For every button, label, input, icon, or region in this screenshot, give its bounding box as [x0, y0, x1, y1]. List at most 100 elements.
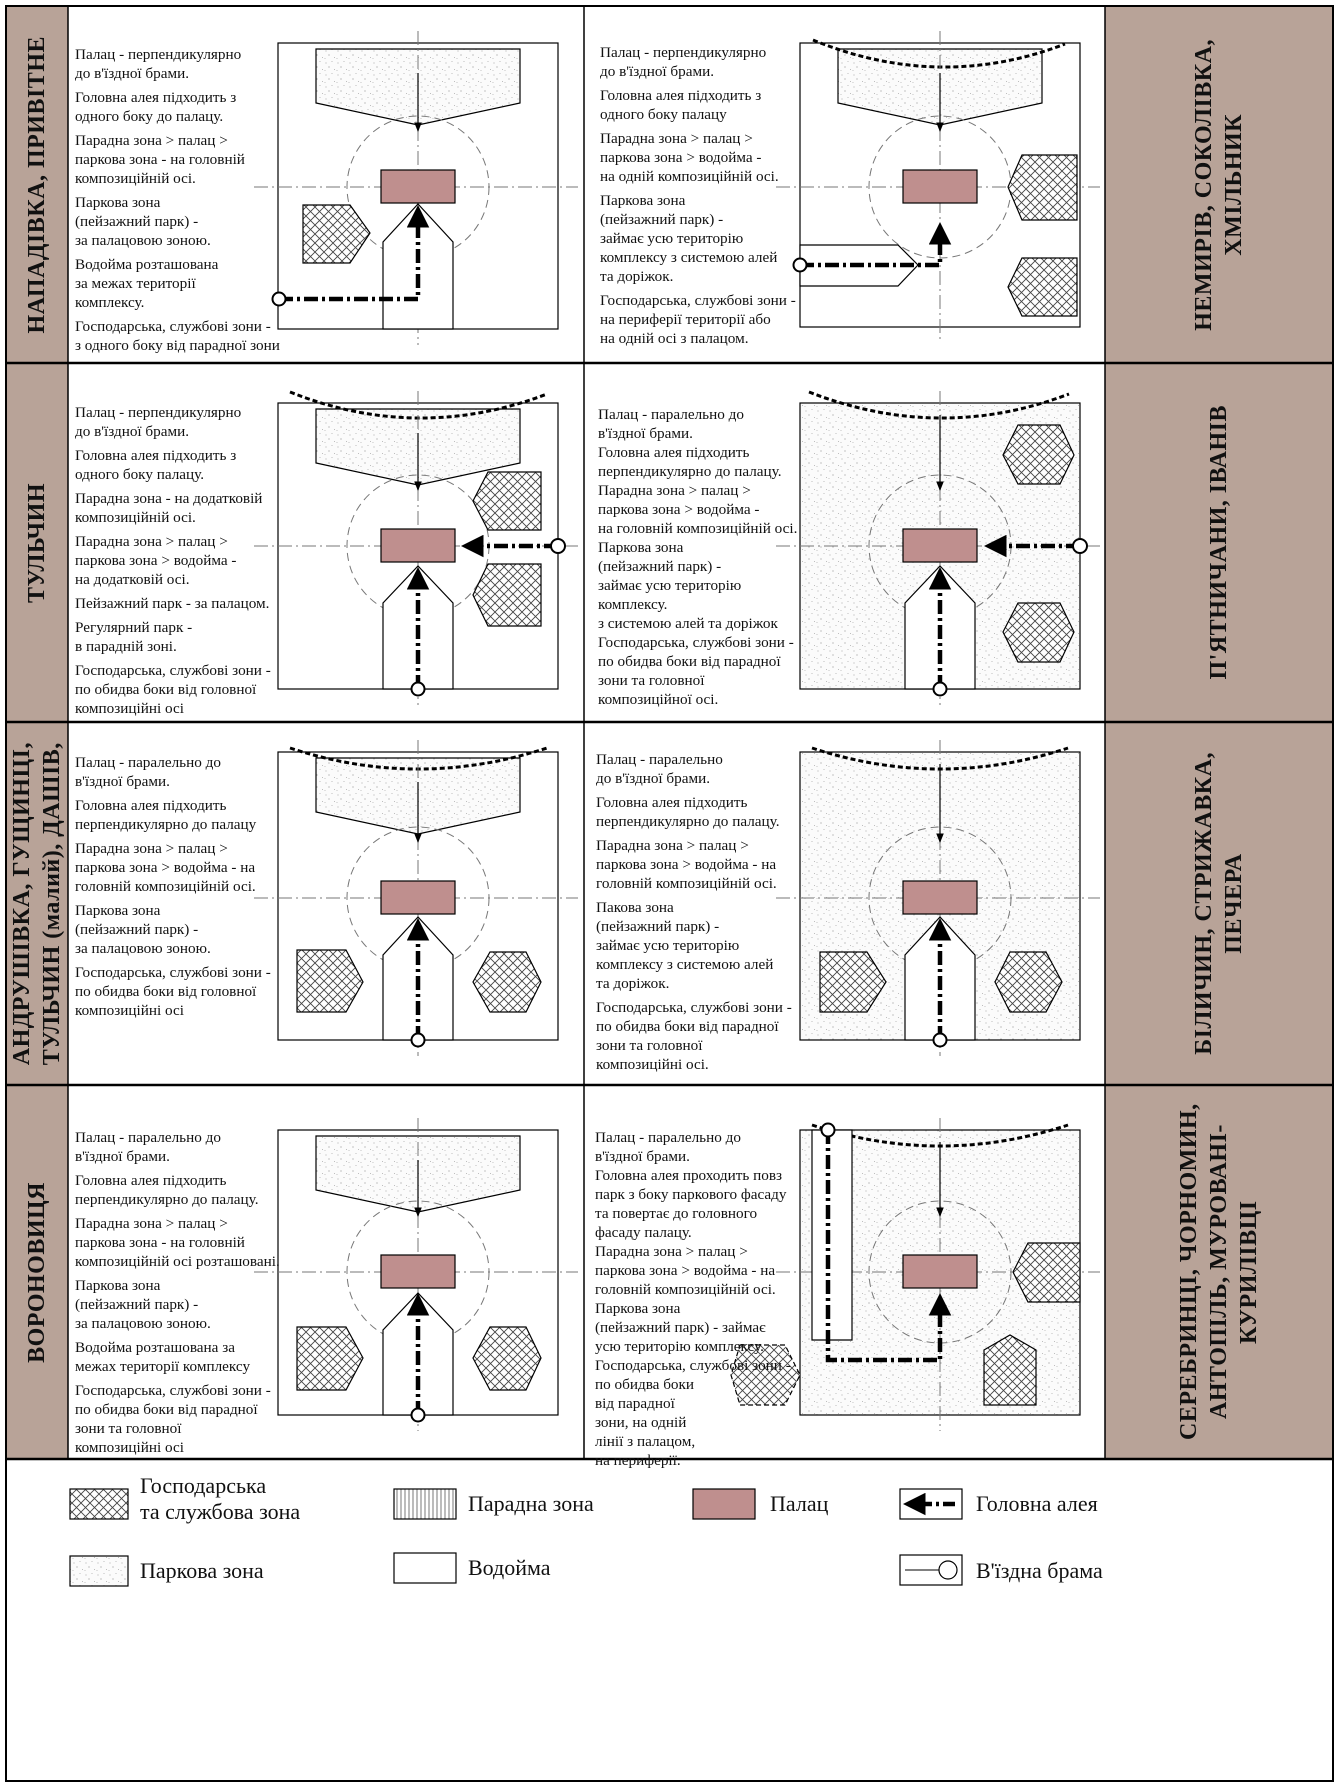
description-line: Пейзажний парк - за палацом. [75, 595, 270, 612]
service-zone [1007, 154, 1078, 221]
diagram-panel-1 [254, 31, 578, 345]
panel-label: НЕМИРІВ, СОКОЛІВКА, ХМІЛЬНИК [1105, 6, 1333, 363]
diagram-panel-8 [730, 1118, 1100, 1431]
description-line: Парадна зона > палац > паркова зона - на… [75, 132, 245, 187]
description-line: Головна алея підходить з одного боку пал… [600, 87, 762, 123]
label-band-left [6, 1085, 68, 1459]
label-band-left [6, 363, 68, 722]
entrance-gate [550, 538, 566, 554]
legend-alley-label: Головна алея [976, 1491, 1098, 1516]
palace [380, 1254, 456, 1289]
description-line: Господарська, службові зони - по обидва … [75, 964, 271, 1019]
service-zone [1002, 424, 1075, 485]
description-line: Паркова зона (пейзажний парк) - займає у… [600, 192, 778, 285]
description-line: Господарська, службові зони - по обидва … [595, 1357, 791, 1469]
front-zone [382, 203, 454, 330]
palace [380, 528, 456, 563]
legend-gate-circle [938, 1560, 958, 1580]
palace [902, 1254, 978, 1289]
palace [902, 880, 978, 915]
legend-service-swatch [69, 1488, 129, 1520]
entrance-gate [792, 257, 808, 273]
description-line: Парадна зона > палац > паркова зона > во… [75, 840, 256, 895]
description-line: Пакова зона (пейзажний парк) - займає ус… [596, 899, 774, 992]
diagram-panel-5 [254, 740, 578, 1056]
description-line: Парадна зона > палац > паркова зона > во… [75, 533, 237, 588]
service-zone [472, 563, 542, 627]
description-line: Паркова зона (пейзажний парк) - займає у… [598, 539, 778, 632]
description-line: Парадна зона > палац > паркова зона - на… [75, 1215, 280, 1270]
service-zone [296, 1326, 364, 1391]
panel-description: Палац - паралельно до в'їздної брами.Гол… [595, 1128, 800, 1470]
entrance-gate [1072, 538, 1088, 554]
legend-service-label: Господарська та службова зона [140, 1473, 301, 1524]
panel-label-text: ВОРОНОВИЦЯ [24, 1181, 50, 1363]
legend-gate-label: В'їздна брама [976, 1558, 1103, 1583]
entrance-gate [271, 291, 287, 307]
label-band-left [6, 722, 68, 1085]
panel-label-text: СЕРЕБРИНЦІ, ЧОРНОМИН, АНТОПІЛЬ, МУРОВАНІ… [1176, 1103, 1262, 1441]
entrance-gate [932, 681, 948, 697]
panel-label-text: НАПАДІВКА, ПРИВІТНЕ [24, 35, 50, 334]
label-band-left [6, 6, 68, 363]
description-line: Головна алея підходить з одного боку до … [75, 89, 237, 125]
description-line: Головна алея підходить перпендикулярно д… [596, 794, 780, 830]
description-line: Головна алея підходить перпендикулярно д… [75, 1172, 259, 1208]
main-alley [825, 1130, 952, 1363]
service-zone [1012, 1242, 1081, 1303]
service-zone [819, 951, 887, 1013]
description-line: Головна алея підходить перпендикулярно д… [75, 797, 257, 833]
panel-label: АНДРУШІВКА, ГУЩИНЦІ, ТУЛЬЧИН (малий), ДА… [6, 722, 68, 1085]
panel-label-text: НЕМИРІВ, СОКОЛІВКА, ХМІЛЬНИК [1191, 38, 1247, 331]
description-line: Палац - перпендикулярно до в'їздної брам… [75, 404, 242, 440]
main-alley [800, 222, 952, 268]
description-line: Палац - паралельно до в'їздної брами. [75, 1129, 221, 1165]
service-zone [472, 951, 542, 1013]
diagram-panel-2 [776, 31, 1100, 343]
description-line: Палац - паралельно до в'їздної брами. [598, 406, 744, 442]
description-line: Паркова зона (пейзажний парк) - за палац… [75, 194, 211, 249]
description-line: Паркова зона (пейзажний парк) - займає у… [595, 1300, 766, 1355]
diagram-panel-4 [776, 390, 1100, 705]
description-line: Палац - перпендикулярно до в'їздної брам… [75, 46, 242, 82]
label-band-right [1105, 1085, 1333, 1459]
panel-label-text: П'ЯТНИЧАНИ, ІВАНІВ [1206, 405, 1232, 680]
panel-label: БІЛИЧИН, СТРИЖАВКА, ПЕЧЕРА [1105, 722, 1333, 1085]
service-zone [302, 204, 371, 264]
description-line: Парадна зона > палац > паркова зона > во… [595, 1243, 776, 1298]
description-line: Палац - паралельно до в'їздної брами. [595, 1129, 741, 1165]
legend-palace-swatch [692, 1488, 756, 1520]
label-band-right [1105, 722, 1333, 1085]
service-zone [730, 1344, 801, 1406]
description-line: Головна алея підходить перпендикулярно д… [598, 444, 782, 480]
label-band-right [1105, 6, 1333, 363]
diagram-panel-6 [776, 740, 1100, 1056]
description-line: Водойма розташована за межах території к… [75, 256, 219, 311]
label-band-right [1105, 363, 1333, 722]
panel-description: Палац - перпендикулярно до в'їздної брам… [75, 45, 280, 360]
legend-palace-label: Палац [770, 1491, 829, 1516]
palace [380, 880, 456, 915]
description-line: Палац - перпендикулярно до в'їздної брам… [600, 44, 767, 80]
outer-border [5, 5, 1334, 1782]
legend-front-swatch [393, 1488, 457, 1520]
description-line: Водойма розташована за межах території к… [75, 1339, 251, 1375]
description-line: Палац - паралельно до в'їздної брами. [596, 751, 723, 787]
entrance-gate [820, 1122, 836, 1138]
service-zone [1007, 257, 1078, 317]
description-line: Господарська, службові зони - по обидва … [598, 634, 794, 708]
legend-front-label: Парадна зона [468, 1491, 594, 1516]
water-edge [808, 390, 1070, 420]
palace [902, 169, 978, 204]
panel-label: ТУЛЬЧИН [6, 363, 68, 722]
entrance-gate [410, 1407, 426, 1423]
water-edge [812, 38, 1066, 69]
description-line: Господарська, службові зони - по обидва … [75, 662, 271, 717]
palace [902, 528, 978, 563]
service-zone [472, 1326, 542, 1391]
palace [380, 169, 456, 204]
description-line: Господарська, службові зони - по обидва … [75, 1382, 271, 1456]
panel-description: Палац - перпендикулярно до в'їздної брам… [600, 43, 805, 353]
description-line: Господарська, службові зони - по обидва … [596, 999, 792, 1073]
